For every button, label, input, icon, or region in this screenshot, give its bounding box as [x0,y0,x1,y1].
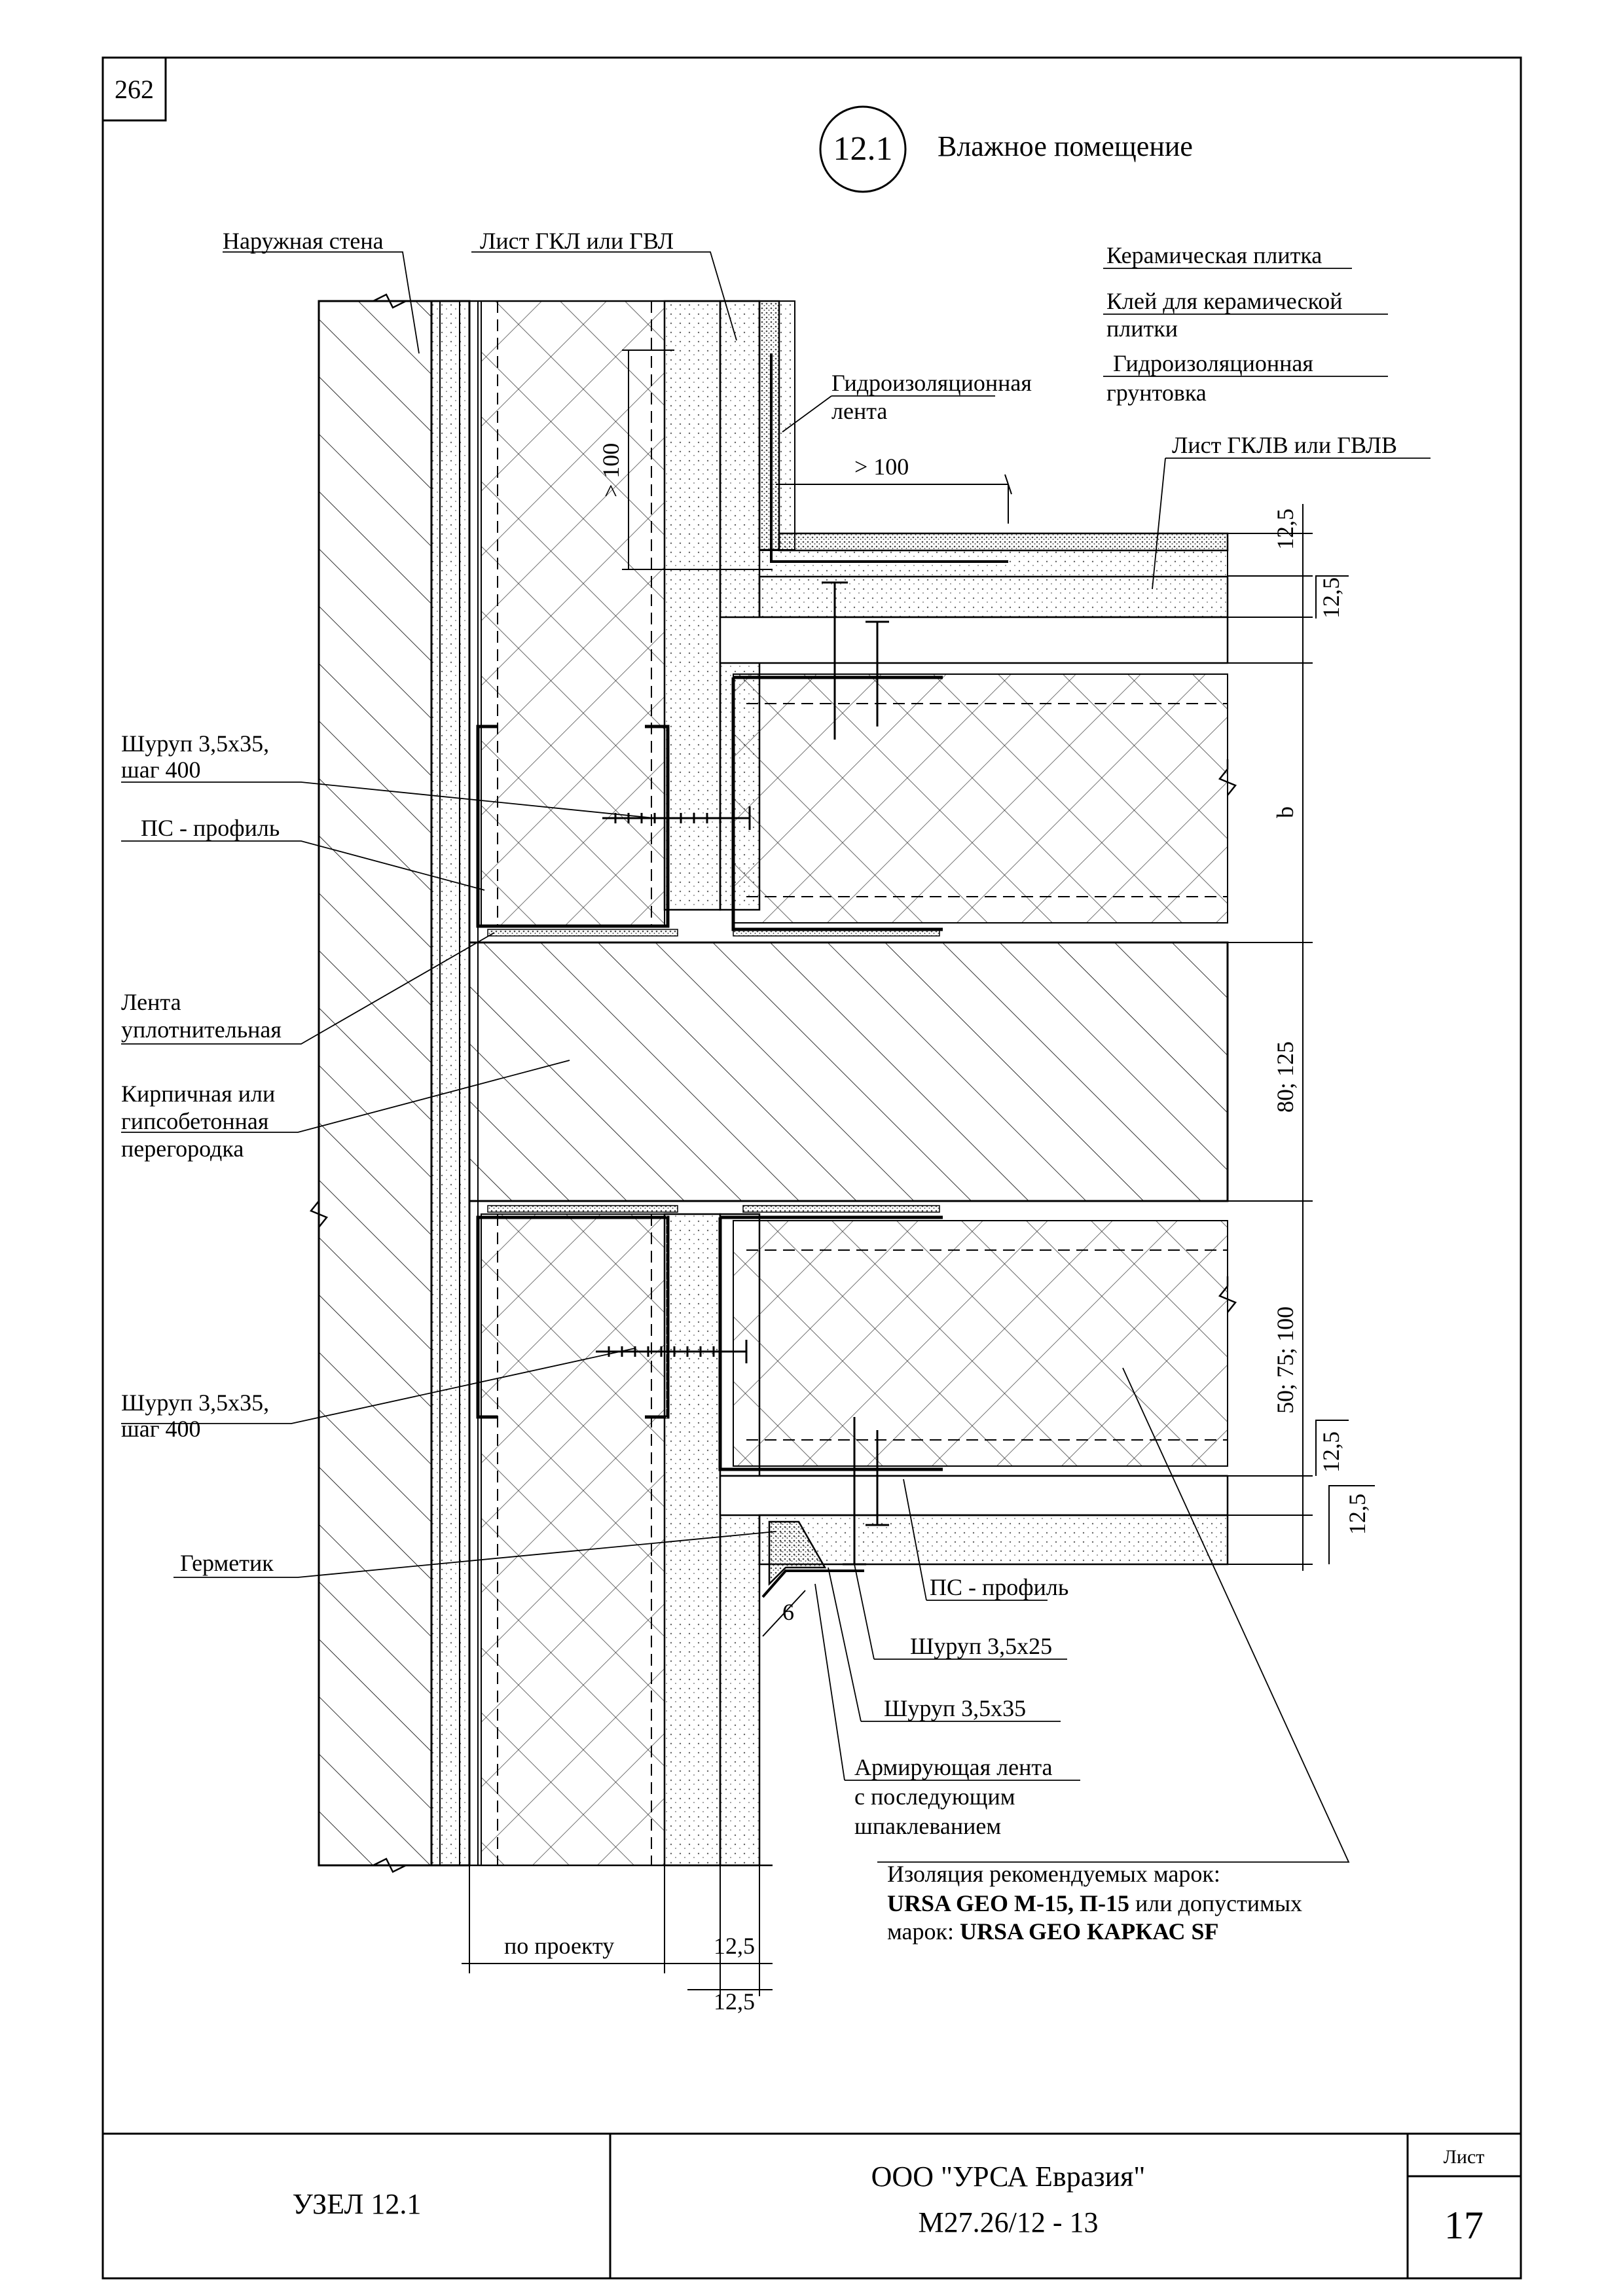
title-sheet-number: 17 [1444,2204,1484,2247]
dim-horizontal-100-text: > 100 [854,454,909,480]
label-partition-1: Кирпичная или [121,1081,275,1107]
dim-vertical-100 [622,350,773,570]
sheet-frame [101,56,1522,2280]
break-mark-right-2 [1218,1276,1237,1313]
screw-bottom-vertical [843,1417,889,1566]
label-screw-bottom-1: Шуруп 3,5х35, [121,1390,269,1416]
label-screw-bottom-2: шаг 400 [121,1416,200,1442]
label-screw-top-2: шаг 400 [121,757,200,783]
insulation-lower-right [733,1220,1228,1467]
dim-bottom-12-5-a: 12,5 [714,1933,755,1959]
dim-gap-6: 6 [782,1599,794,1625]
label-ps-profile-right: ПС - профиль [930,1574,1068,1600]
label-tile-glue-1: Клей для керамической [1106,288,1343,314]
gkl-board-bottom [719,1475,1229,1516]
sealant-joint [768,1520,827,1587]
label-gkl-sheet: Лист ГКЛ или ГВЛ [480,228,674,254]
label-partition-2: гипсобетонная [121,1108,268,1134]
label-ceramic-tile: Керамическая плитка [1106,242,1322,268]
label-screw-35: Шуруп 3,5х35 [884,1695,1026,1721]
dim-r-12-5-d: 12,5 [1344,1494,1370,1535]
dim-bottom-project: по проекту [504,1933,614,1959]
title-node-label: УЗЕЛ 12.1 [293,2188,422,2220]
label-screw-top-1: Шуруп 3,5х35, [121,730,269,757]
ps-profile-lower-right [718,1215,943,1471]
node-number: 12.1 [833,130,893,168]
label-sealing-tape-1: Лента [121,989,181,1015]
label-reinforcing-tape-2: с последующим [854,1784,1015,1810]
dim-r-12-5-b: 12,5 [1318,577,1344,619]
insulation-lower-left [481,1213,665,1866]
plaster-layer [430,300,471,1867]
label-insulation-3: марок: URSA GEO КАРКАС SF [887,1918,1218,1945]
break-mark-top [319,293,759,309]
label-reinforcing-tape-1: Армирующая лента [854,1754,1053,1780]
dim-bottom-12-5-b: 12,5 [714,1988,755,2015]
label-waterproof-tape-1: Гидроизоляционная [831,370,1032,396]
leader-lines [121,251,1431,1863]
label-insulation-1: Изоляция рекомендуемых марок: [887,1861,1220,1887]
label-reinforcing-tape-3: шпаклеванием [854,1813,1001,1839]
label-insulation-2b: или допустимых [1129,1890,1302,1916]
label-waterproof-tape-2: лента [831,398,887,424]
screw-upper-left [602,806,751,830]
label-screw-25: Шуруп 3,5х25 [910,1633,1052,1659]
label-sealing-tape-2: уплотнительная [121,1016,282,1043]
page-number-box [101,56,167,122]
dim-r-50-75-100: 50; 75; 100 [1272,1306,1298,1414]
insulation-upper-left [481,300,665,927]
glue-floor-layer [759,550,1228,577]
label-insulation-3a: марок: [887,1918,960,1945]
node-circle [819,105,907,193]
screw-top-vertical [822,581,889,740]
gkl-board-upper [663,300,721,911]
label-insulation-2: URSA GEO M-15, П-15 или допустимых [887,1890,1302,1916]
dim-chain-bottom [462,1865,773,1996]
title-doc-code: М27.26/12 - 13 [919,2206,1099,2238]
tile-layer-upper [758,300,780,551]
title-sheet-label: Лист [1444,2146,1485,2168]
partition-wall [468,941,1229,1202]
break-mark-bottom [319,1857,773,1873]
label-waterproof-primer-2: грунтовка [1106,380,1207,406]
outer-wall [318,300,433,1867]
gklv-layer-vertical [778,300,795,550]
gkl-board-lower-2 [719,1498,761,1867]
dim-r-12-5-c: 12,5 [1318,1431,1344,1473]
insulation-upper-right [733,673,1228,924]
dim-horizontal-100 [776,474,1012,524]
label-outer-wall: Наружная стена [223,228,384,254]
waterproof-tape [770,353,1008,563]
dim-chain-right [1228,504,1313,1571]
break-mark-right-1 [1218,759,1237,796]
gklv-board-top-2 [719,616,1229,664]
sheet-title: Влажное помещение [938,130,1193,162]
label-partition-3: перегородка [121,1136,244,1162]
label-tile-glue-2: плитки [1106,315,1178,342]
label-waterproof-primer-1: Гидроизоляционная [1113,350,1313,376]
label-insulation-2a: URSA GEO M-15, П-15 [887,1890,1129,1916]
page-number: 262 [115,75,154,104]
sealing-tape-lower [487,1205,678,1213]
label-insulation-3b: URSA GEO КАРКАС SF [960,1918,1218,1945]
reinforcing-tape [761,1570,864,1598]
dim-vertical-100-text: > 100 [598,443,624,497]
title-company: ООО "УРСА Евразия" [871,2161,1146,2193]
label-ps-profile-left: ПС - профиль [141,815,280,841]
title-block [103,2132,1521,2278]
sealing-tape-upper [487,929,678,937]
label-gklv-sheet: Лист ГКЛВ или ГВЛВ [1172,432,1397,458]
label-sealant: Герметик [180,1550,274,1576]
dim-r-b: b [1272,806,1298,818]
tile-floor-layer [778,532,1229,552]
dim-r-80-125: 80; 125 [1272,1041,1298,1113]
dim-r-12-5-a: 12,5 [1272,509,1298,550]
break-mark-left [309,1191,329,1228]
